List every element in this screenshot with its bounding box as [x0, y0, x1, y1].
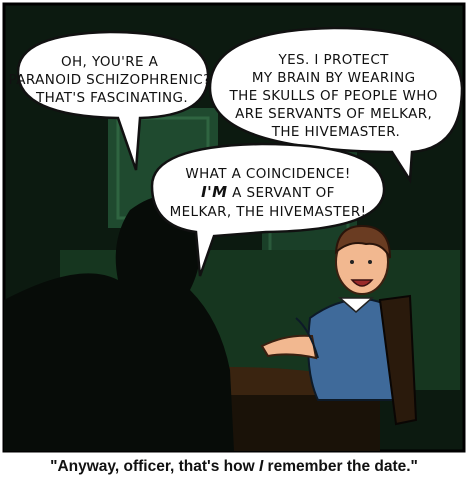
bubble-left-line-1: OH, YOU'RE A	[61, 54, 159, 70]
bubble-middle-line-3: MELKAR, THE HIVEMASTER!	[170, 204, 367, 220]
bubble-middle-line-1: WHAT A COINCIDENCE!	[185, 166, 350, 182]
comic-panel: OH, YOU'RE A PARANOID SCHIZOPHRENIC? THA…	[2, 2, 466, 453]
bubble-right-line-3: THE SKULLS OF PEOPLE WHO	[229, 88, 438, 104]
bubble-left-line-3: THAT'S FASCINATING.	[35, 90, 188, 106]
speech-bubble-left: OH, YOU'RE A PARANOID SCHIZOPHRENIC? THA…	[9, 30, 216, 171]
caption-emphasis: I	[258, 458, 264, 475]
bubble-middle-emphasis: I'M	[201, 183, 227, 201]
svg-text:MELKAR, THE HIVEMASTER!: MELKAR, THE HIVEMASTER!	[170, 204, 367, 220]
svg-text:I'M A SERVANT OF: I'M A SERVANT OF	[201, 183, 335, 201]
bubble-middle-line-2: A SERVANT OF	[227, 185, 334, 201]
bubble-right-line-1: YES. I PROTECT	[277, 52, 389, 68]
speech-bubble-right: YES. I PROTECT MY BRAIN BY WEARING THE S…	[208, 26, 464, 184]
bubble-right-line-2: MY BRAIN BY WEARING	[252, 70, 416, 86]
svg-text:YES. I PROTECT MY BRAIN: YES. I PROTECT MY BRAIN BY WEARING THE S…	[229, 52, 443, 140]
speech-bubble-middle: WHAT A COINCIDENCE! I'M A SERVANT OF MEL…	[150, 142, 386, 277]
caption-start: "Anyway, officer, that's how	[50, 458, 259, 475]
bubble-left-line-2: PARANOID SCHIZOPHRENIC?	[9, 72, 211, 88]
bubble-right-line-5: THE HIVEMASTER.	[271, 124, 401, 140]
svg-text:OH, YOU'RE A PARANOID SC: OH, YOU'RE A PARANOID SCHIZOPHRENIC? THA…	[9, 54, 216, 106]
caption-end: remember the date."	[263, 458, 418, 475]
silhouette-character	[4, 195, 234, 451]
caption: "Anyway, officer, that's how I remember …	[0, 458, 468, 476]
svg-text:WHAT A COINCIDENCE!: WHAT A COINCIDENCE!	[185, 166, 350, 182]
chair	[378, 294, 418, 426]
bubble-right-line-4: ARE SERVANTS OF MELKAR,	[235, 106, 432, 122]
